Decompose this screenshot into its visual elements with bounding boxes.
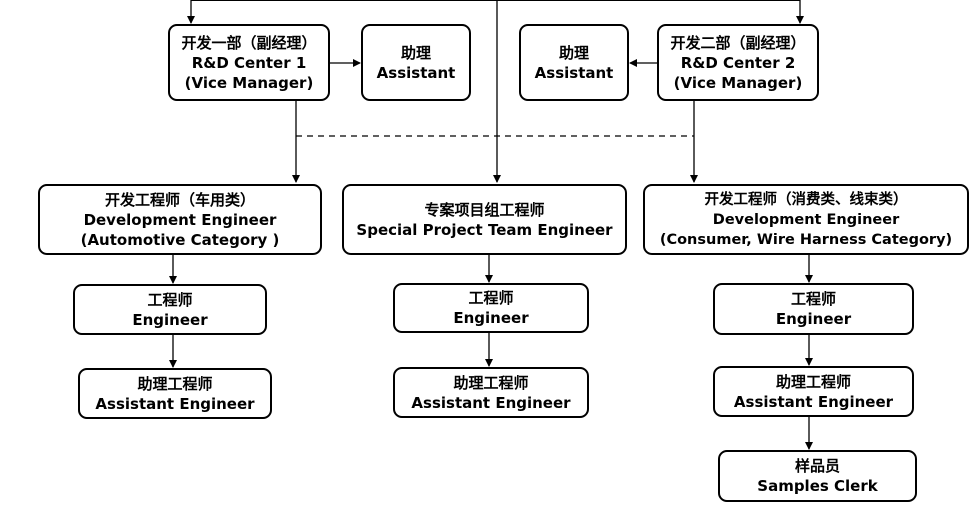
dev-auto-node: 开发工程师（车用类） Development Engineer (Automot… (38, 184, 322, 255)
special-project-zh: 专案项目组工程师 (424, 200, 545, 219)
rd2-assistant-en: Assistant (534, 63, 614, 82)
special-project-en: Special Project Team Engineer (356, 220, 613, 239)
engineer-right-node: 工程师 Engineer (713, 283, 914, 335)
rd2-manager-node: 开发二部（副经理） R&D Center 2 (Vice Manager) (657, 24, 819, 101)
dev-consumer-node: 开发工程师（消费类、线束类） Development Engineer (Con… (643, 184, 969, 255)
asst-engineer-left-node: 助理工程师 Assistant Engineer (78, 368, 272, 419)
rd2-assistant-zh: 助理 (558, 43, 589, 62)
engineer-left-zh: 工程师 (147, 290, 193, 309)
rd2-manager-en2: (Vice Manager) (673, 73, 803, 92)
rd1-manager-en2: (Vice Manager) (184, 73, 314, 92)
special-project-node: 专案项目组工程师 Special Project Team Engineer (342, 184, 627, 255)
samples-clerk-node: 样品员 Samples Clerk (718, 450, 917, 502)
engineer-left-en: Engineer (132, 310, 208, 329)
rd1-manager-zh: 开发一部（副经理） (181, 33, 317, 52)
rd2-manager-en1: R&D Center 2 (680, 53, 796, 72)
rd1-manager-node: 开发一部（副经理） R&D Center 1 (Vice Manager) (168, 24, 330, 101)
dev-consumer-en1: Development Engineer (712, 211, 900, 228)
asst-engineer-right-node: 助理工程师 Assistant Engineer (713, 366, 914, 417)
dev-auto-en2: (Automotive Category ) (80, 230, 280, 249)
engineer-mid-zh: 工程师 (468, 289, 514, 307)
engineer-right-en: Engineer (775, 310, 852, 328)
dev-auto-zh: 开发工程师（车用类） (104, 190, 255, 209)
rd1-manager-en1: R&D Center 1 (191, 53, 307, 72)
dev-consumer-en2: (Consumer, Wire Harness Category) (659, 231, 953, 248)
asst-engineer-mid-en: Assistant Engineer (411, 393, 571, 412)
rd2-manager-zh: 开发二部（副经理） (670, 33, 806, 52)
asst-engineer-mid-zh: 助理工程师 (453, 373, 529, 392)
engineer-left-node: 工程师 Engineer (73, 284, 267, 335)
dev-auto-en1: Development Engineer (83, 210, 277, 229)
engineer-mid-en: Engineer (453, 309, 529, 327)
asst-engineer-left-en: Assistant Engineer (95, 394, 255, 413)
rd1-assistant-en: Assistant (376, 63, 456, 82)
samples-clerk-zh: 样品员 (794, 457, 840, 475)
asst-engineer-right-zh: 助理工程师 (775, 372, 851, 391)
rd1-assistant-node: 助理 Assistant (361, 24, 471, 101)
engineer-mid-node: 工程师 Engineer (393, 283, 589, 333)
asst-engineer-mid-node: 助理工程师 Assistant Engineer (393, 367, 589, 418)
rd2-assistant-node: 助理 Assistant (519, 24, 629, 101)
engineer-right-zh: 工程师 (790, 290, 836, 308)
dev-consumer-zh: 开发工程师（消费类、线束类） (704, 191, 908, 208)
asst-engineer-left-zh: 助理工程师 (137, 374, 213, 393)
rd1-assistant-zh: 助理 (400, 43, 431, 62)
samples-clerk-en: Samples Clerk (757, 477, 878, 495)
asst-engineer-right-en: Assistant Engineer (733, 392, 894, 411)
